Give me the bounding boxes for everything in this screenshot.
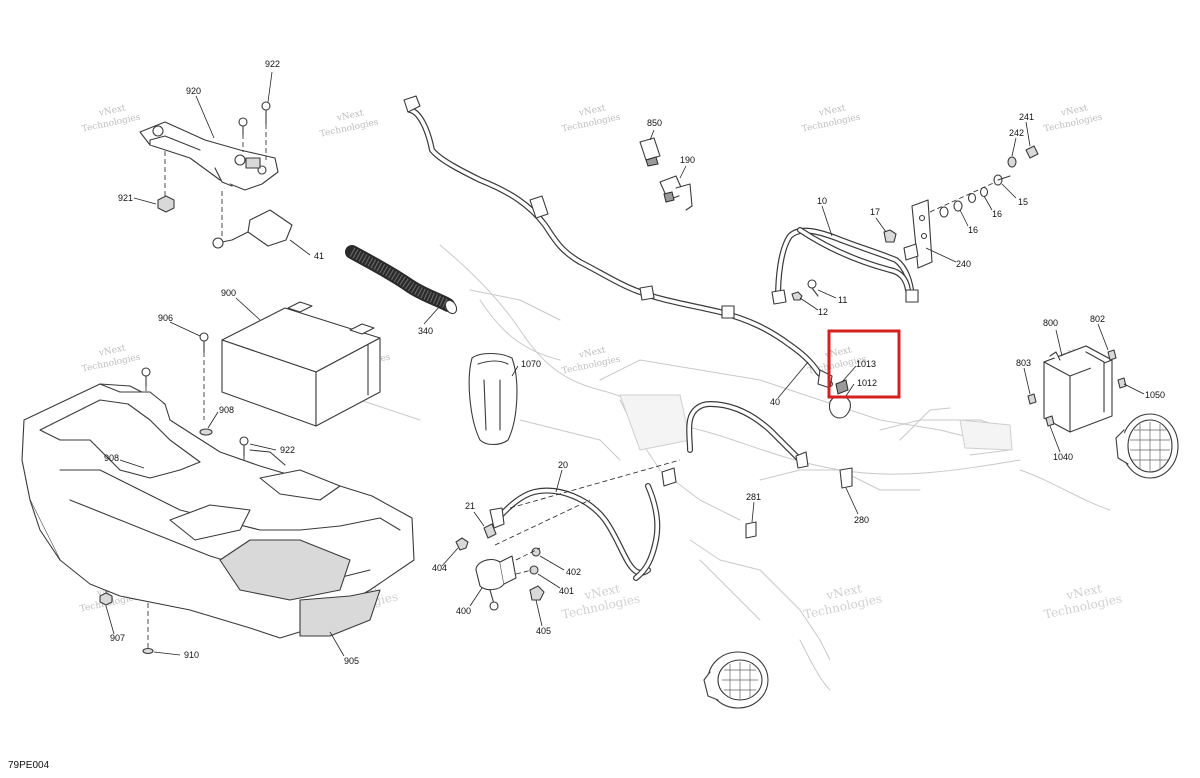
bolt-1040	[1045, 415, 1055, 427]
bolt-922-top	[238, 101, 271, 135]
callout-1012: 1012	[857, 378, 877, 388]
bolt-404	[455, 537, 469, 551]
callout-40: 40	[770, 397, 780, 407]
diagram-code: 79PE004	[8, 760, 50, 771]
callout-12: 12	[818, 307, 828, 317]
cable-20	[489, 467, 677, 581]
bolt-241	[1025, 145, 1039, 159]
callout-10: 10	[817, 196, 827, 206]
battery-tray-905	[21, 383, 415, 639]
connector-850	[639, 137, 661, 167]
callout-1050: 1050	[1145, 390, 1165, 400]
callout-404: 404	[432, 563, 447, 573]
nut-405	[529, 585, 545, 601]
callout-921: 921	[118, 193, 133, 203]
battery-bracket-920	[139, 121, 279, 191]
callout-900: 900	[221, 288, 236, 298]
bolt-906	[199, 332, 209, 353]
bolt-802	[1107, 349, 1117, 361]
callout-17: 17	[870, 207, 880, 217]
callout-922: 922	[265, 59, 280, 69]
callout-800: 800	[1043, 318, 1058, 328]
nut-402	[531, 547, 541, 557]
callout-190: 190	[680, 155, 695, 165]
washer-908	[199, 428, 213, 436]
callout-1013: 1013	[856, 359, 876, 369]
leader-lines	[105, 71, 1145, 657]
connector-190	[659, 175, 693, 211]
bolt-15	[993, 174, 1011, 186]
bolt-803	[1027, 393, 1037, 405]
callout-1040: 1040	[1053, 452, 1073, 462]
callout-802: 802	[1090, 314, 1105, 324]
callout-241: 241	[1019, 112, 1034, 122]
callout-280: 280	[854, 515, 869, 525]
callout-1070: 1070	[521, 359, 541, 369]
cover-1070	[468, 352, 518, 446]
callout-15: 15	[1018, 197, 1028, 207]
callout-908: 908	[219, 405, 234, 415]
callout-41: 41	[314, 251, 324, 261]
nut-907	[99, 592, 113, 606]
corrugated-hose-340	[345, 245, 458, 315]
callout-21: 21	[465, 501, 475, 511]
callout-401: 401	[559, 586, 574, 596]
callout-908b: 908	[104, 453, 119, 463]
bolt-11	[807, 279, 819, 297]
callout-910: 910	[184, 650, 199, 660]
callout-281: 281	[746, 492, 761, 502]
battery-cable-41	[212, 209, 293, 249]
nut-401	[529, 565, 539, 575]
callout-803: 803	[1016, 358, 1031, 368]
callout-340: 340	[418, 326, 433, 336]
washer-910	[142, 647, 154, 655]
bracket-240	[903, 199, 933, 269]
callout-242: 242	[1009, 128, 1024, 138]
fan-lamp-right	[1115, 413, 1179, 479]
oring-242	[1007, 156, 1017, 168]
highlight-box	[827, 329, 901, 399]
clip-281	[745, 521, 757, 539]
callout-240: 240	[956, 259, 971, 269]
callout-16b: 16	[968, 225, 978, 235]
clip-280	[839, 467, 853, 489]
callout-906: 906	[158, 313, 173, 323]
callout-907: 907	[110, 633, 125, 643]
callout-405: 405	[536, 626, 551, 636]
bolt-922b	[239, 436, 249, 457]
main-cable-40	[403, 95, 833, 389]
cable-40-lower	[686, 401, 809, 469]
callouts: 922 920 921 41 850 190 10 17 11 12 242 2…	[104, 59, 1165, 666]
callout-400: 400	[456, 606, 471, 616]
nut-12	[791, 291, 803, 301]
callout-920: 920	[186, 86, 201, 96]
callout-16: 16	[992, 209, 1002, 219]
control-module-800	[1043, 345, 1113, 433]
callout-402: 402	[566, 567, 581, 577]
callout-905: 905	[344, 656, 359, 666]
part-1012	[828, 379, 851, 419]
relay-400	[475, 555, 517, 611]
battery-900	[221, 301, 381, 427]
bolt-17	[883, 229, 897, 243]
bolt-21	[483, 523, 497, 539]
callout-922b: 922	[280, 445, 295, 455]
bolt-1050	[1117, 377, 1127, 389]
nut-921	[157, 195, 175, 213]
callout-20: 20	[558, 460, 568, 470]
fan-lamp-bottom	[703, 651, 769, 709]
ghost-harness	[239, 244, 1111, 691]
cable-10	[771, 227, 919, 305]
washers-16	[939, 186, 989, 218]
callout-11: 11	[838, 295, 847, 305]
bolt-906b	[141, 367, 151, 387]
callout-850: 850	[647, 118, 662, 128]
